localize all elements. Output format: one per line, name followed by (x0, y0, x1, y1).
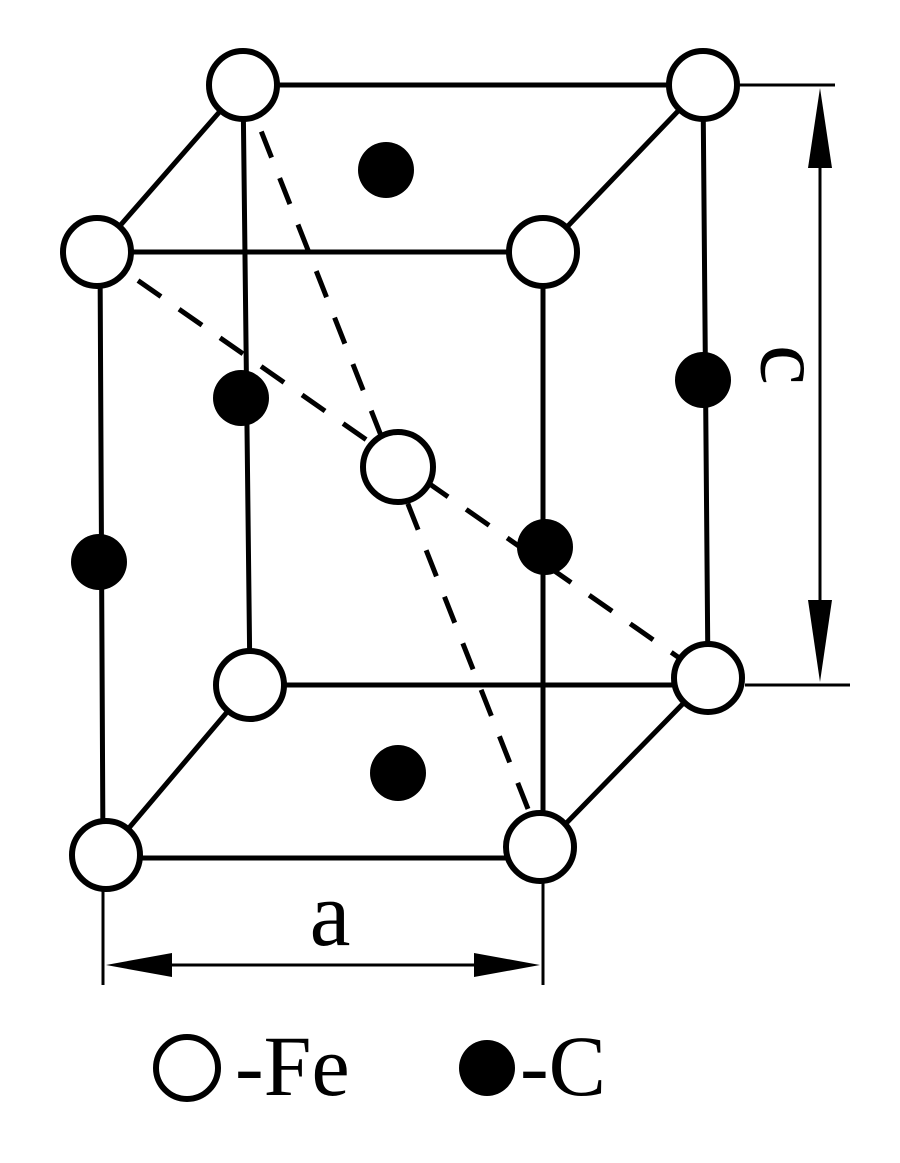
carbon-atom (213, 370, 269, 426)
iron-atom (503, 810, 577, 884)
carbon-atom (675, 352, 731, 408)
carbon-atom (71, 534, 127, 590)
dimension-a: a (101, 863, 545, 985)
carbon-atom (358, 142, 414, 198)
carbon-atom (370, 745, 426, 801)
legend-fe-label: -Fe (235, 1018, 350, 1114)
iron-atom (671, 641, 745, 715)
edge-connect-bottom-right (540, 675, 711, 850)
iron-atom (60, 215, 134, 289)
edge-connect-top-right (540, 82, 706, 255)
legend-fe-icon (153, 1034, 221, 1102)
dimension-c-arrow-top (808, 88, 832, 168)
dimension-a-arrow-left (106, 953, 172, 977)
legend-c-label: -C (520, 1018, 606, 1114)
dimension-c: c (730, 83, 850, 687)
iron-atoms (60, 48, 745, 892)
iron-atom (506, 215, 580, 289)
legend: -Fe -C (153, 1018, 606, 1114)
dimension-c-label: c (741, 345, 840, 385)
iron-atom (360, 429, 436, 505)
edge-connect-bottom-left (103, 682, 253, 858)
dimension-a-arrow-right (474, 953, 540, 977)
dimension-a-label: a (310, 863, 351, 965)
carbon-atoms (71, 142, 731, 801)
carbon-atom (517, 519, 573, 575)
iron-atom (69, 818, 143, 892)
legend-c-icon (459, 1040, 515, 1096)
dimension-c-arrow-bottom (808, 600, 832, 682)
iron-atom (206, 48, 280, 122)
iron-atom (213, 648, 287, 722)
iron-atom (666, 48, 740, 122)
